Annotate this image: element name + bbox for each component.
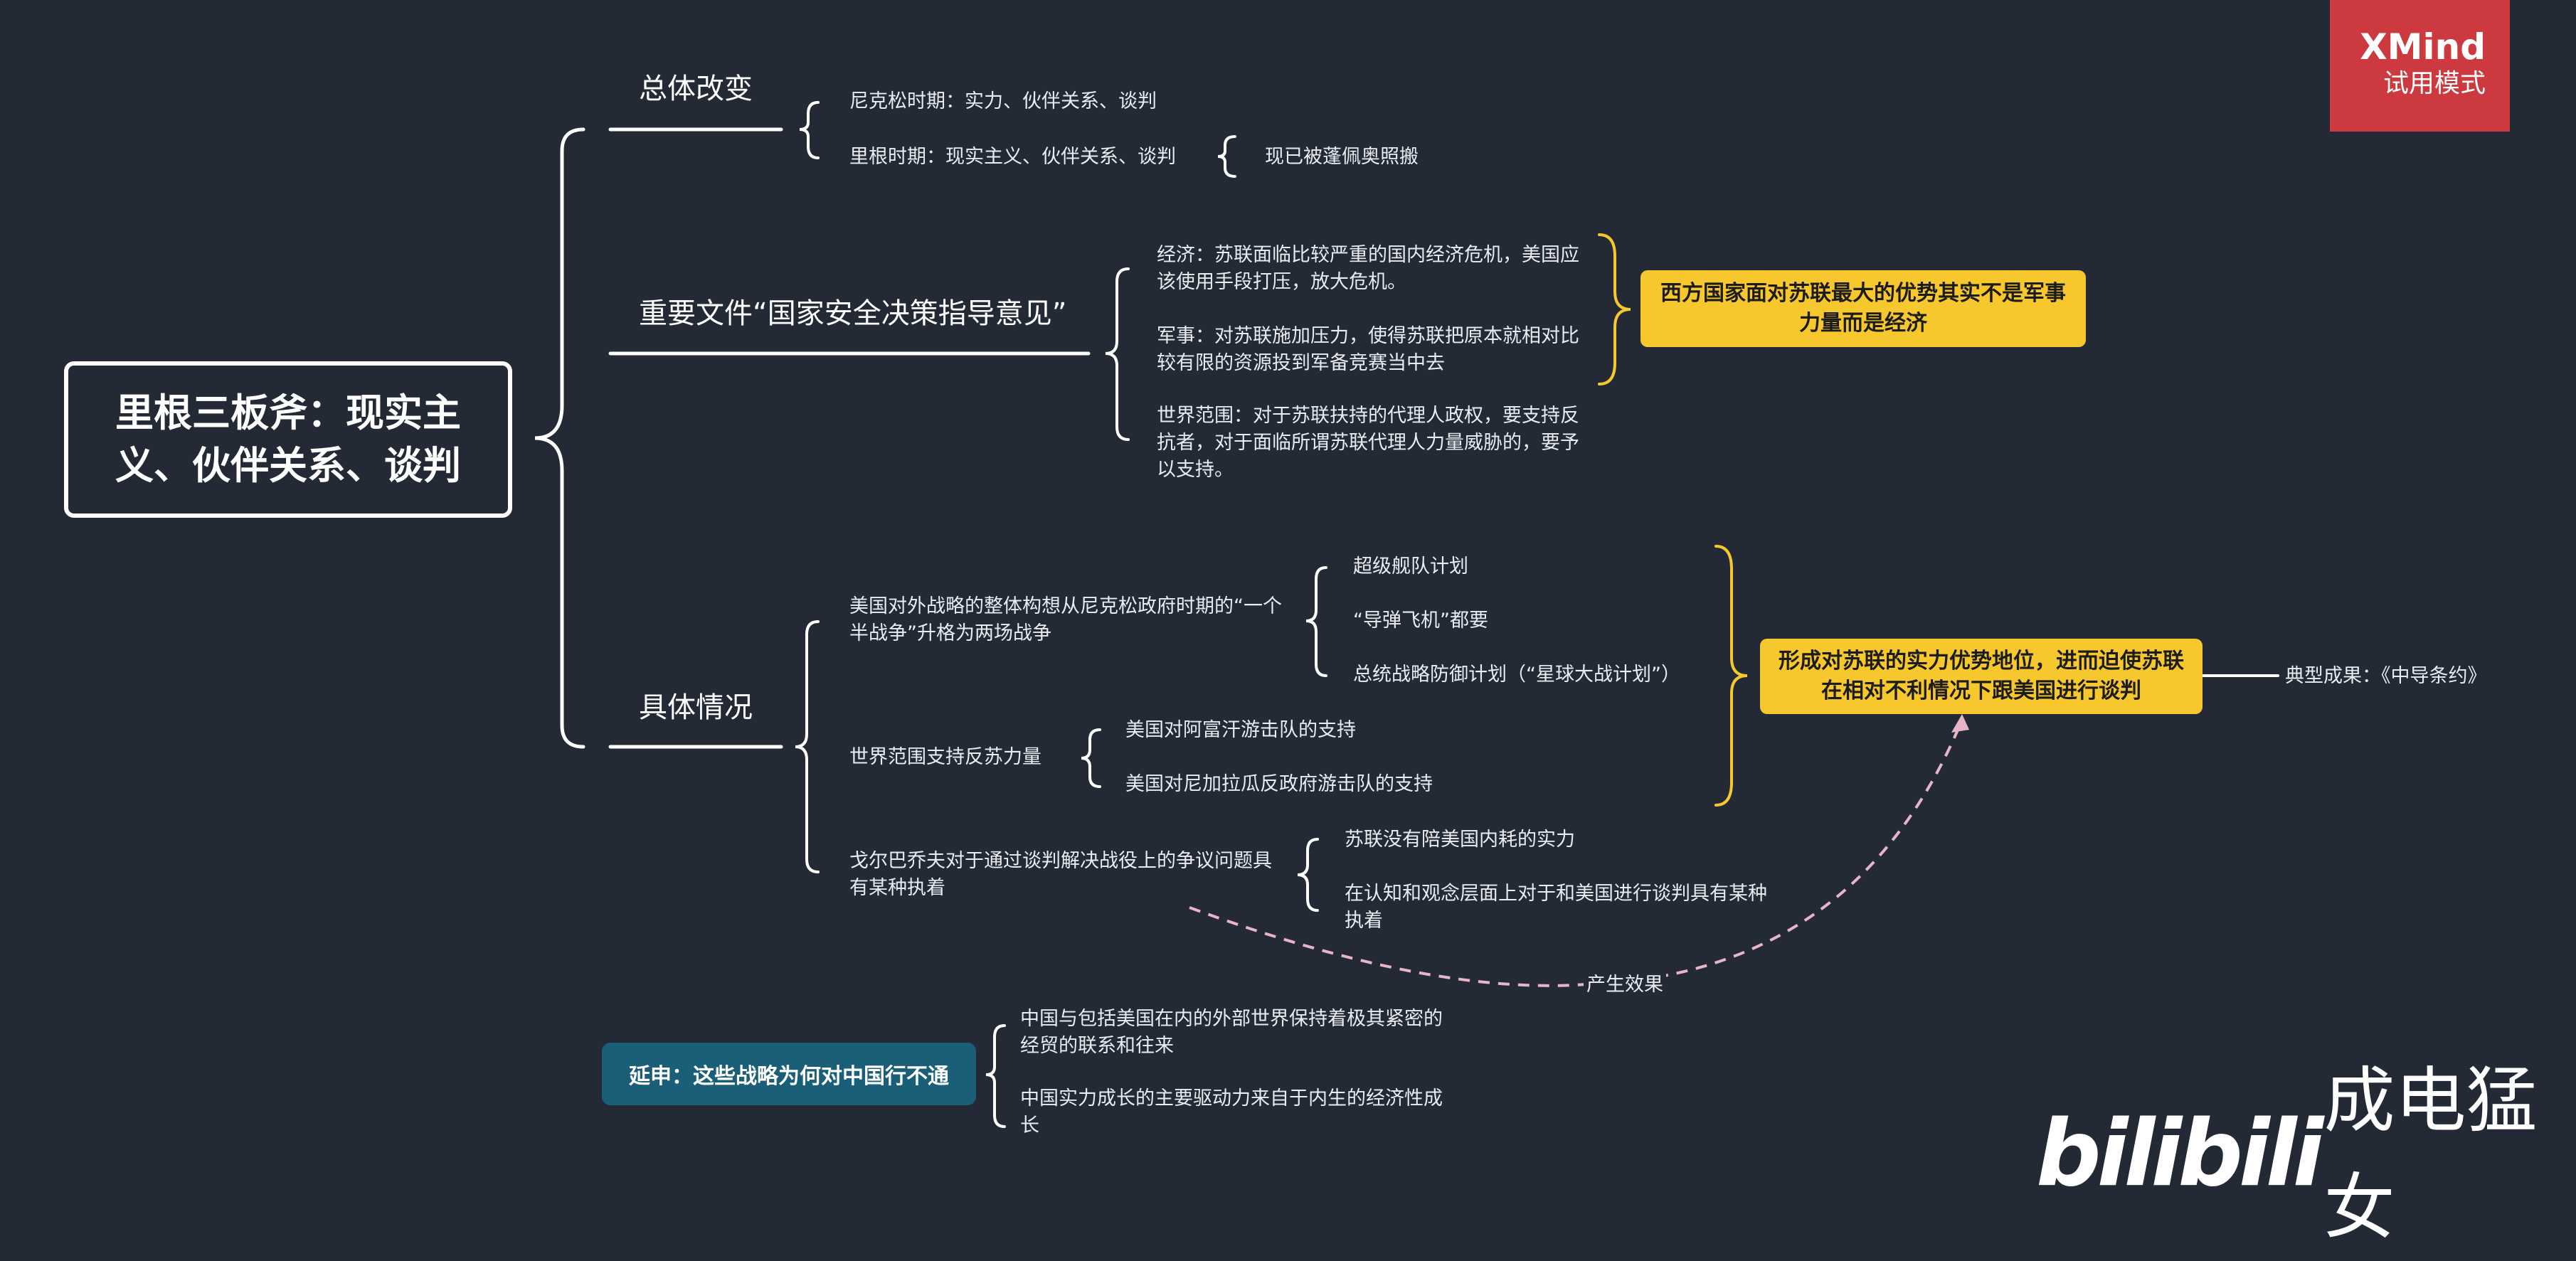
topic-afghan-support[interactable]: 美国对阿富汗游击队的支持 (1125, 717, 1356, 744)
topic-china-internal-growth[interactable]: 中国实力成长的主要驱动力来自于内生的经济性成长 (1020, 1085, 1447, 1139)
topic-anti-soviet-support[interactable]: 世界范围支持反苏力量 (849, 744, 1041, 771)
summary-economy-advantage[interactable]: 西方国家面对苏联最大的优势其实不是军事力量而是经济 (1641, 270, 2086, 347)
topic-overall-strategy[interactable]: 美国对外战略的整体构想从尼克松政府时期的“一个半战争”升格为两场战争 (849, 593, 1283, 647)
topic-china-trade-links[interactable]: 中国与包括美国在内的外部世界保持着极其紧密的经贸的联系和往来 (1020, 1006, 1447, 1060)
topic-negotiation-obsession[interactable]: 在认知和观念层面上对于和美国进行谈判具有某种执着 (1345, 880, 1771, 935)
branch-overall-label[interactable]: 总体改变 (639, 75, 753, 102)
root-topic[interactable]: 里根三板斧：现实主义、伙伴关系、谈判 (64, 361, 512, 518)
topic-star-wars[interactable]: 总统战略防御计划（“星球大战计划”） (1353, 661, 1680, 688)
extension-topic[interactable]: 延申：这些战略为何对中国行不通 (602, 1043, 976, 1105)
topic-gorbachev[interactable]: 戈尔巴乔夫对于通过谈判解决战役上的争议问题具有某种执着 (849, 848, 1276, 902)
bilibili-watermark: bilibili 成电猛女 (2036, 1101, 2576, 1208)
topic-nixon-period[interactable]: 尼克松时期：实力、伙伴关系、谈判 (849, 88, 1157, 115)
xmind-trial-mode: 试用模式 (2330, 68, 2486, 100)
bilibili-logo: bilibili (2036, 1101, 2320, 1208)
topic-inf-treaty[interactable]: 典型成果：《中导条约》 (2285, 663, 2487, 690)
topic-missiles-planes[interactable]: “导弹飞机”都要 (1353, 607, 1488, 634)
topic-reagan-note[interactable]: 现已被蓬佩奥照搬 (1265, 144, 1419, 171)
topic-soviet-no-strength[interactable]: 苏联没有陪美国内耗的实力 (1345, 826, 1575, 853)
topic-world-scope[interactable]: 世界范围：对于苏联扶持的代理人政权，要支持反抗者，对于面临所谓苏联代理人力量威胁… (1157, 403, 1580, 484)
xmind-brand: XMind (2330, 26, 2486, 68)
branch-document-label[interactable]: 重要文件“国家安全决策指导意见” (639, 300, 1066, 327)
topic-nicaragua-support[interactable]: 美国对尼加拉瓜反政府游击队的支持 (1125, 771, 1433, 798)
topic-super-fleet[interactable]: 超级舰队计划 (1353, 553, 1468, 580)
topic-reagan-period[interactable]: 里根时期：现实主义、伙伴关系、谈判 (849, 144, 1176, 171)
summary-strategic-advantage[interactable]: 形成对苏联的实力优势地位，进而迫使苏联在相对不利情况下跟美国进行谈判 (1760, 639, 2203, 714)
xmind-trial-badge[interactable]: XMind 试用模式 (2330, 0, 2510, 132)
branch-details-label[interactable]: 具体情况 (639, 694, 753, 721)
topic-military[interactable]: 军事：对苏联施加压力，使得苏联把原本就相对比较有限的资源投到军备竞赛当中去 (1157, 323, 1580, 377)
relation-effect-label[interactable]: 产生效果 (1584, 972, 1666, 999)
watermark-author-name: 成电猛女 (2324, 1048, 2576, 1261)
topic-economy[interactable]: 经济：苏联面临比较严重的国内经济危机，美国应该使用手段打压，放大危机。 (1157, 242, 1580, 296)
